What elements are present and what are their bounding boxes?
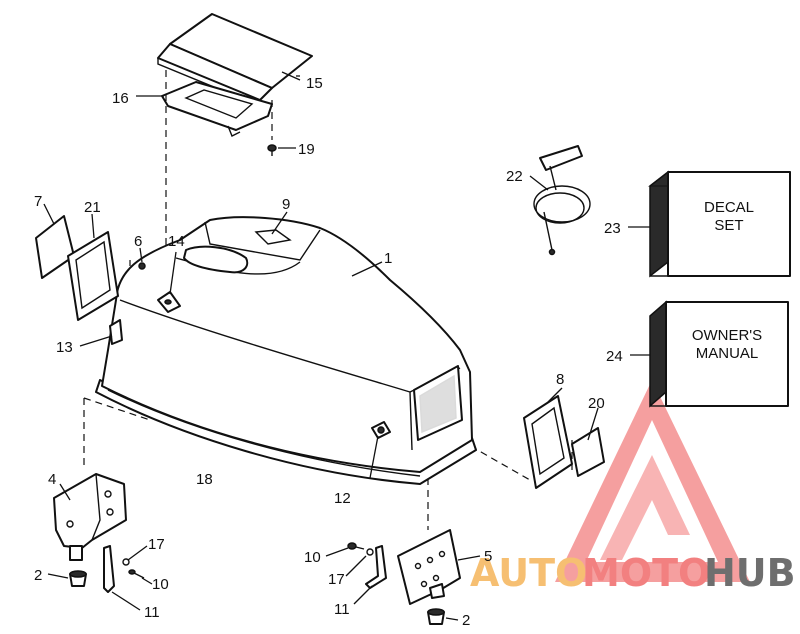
watermark-logo: AUTO MOTO HUB bbox=[470, 380, 796, 595]
seal-plate-part-16 bbox=[161, 81, 273, 137]
callout-15: 15 bbox=[306, 75, 323, 92]
callout-20: 20 bbox=[588, 395, 605, 412]
grommet-part-21 bbox=[67, 231, 119, 321]
screw-part-6 bbox=[138, 262, 146, 270]
clip-part-11-left bbox=[103, 545, 115, 593]
decal-set-box-part-23: DECAL SET bbox=[647, 170, 791, 278]
cable-part-22 bbox=[533, 145, 591, 256]
callout-6: 6 bbox=[134, 233, 142, 250]
callout-23: 23 bbox=[604, 220, 621, 237]
callout-22: 22 bbox=[506, 168, 523, 185]
callout-13: 13 bbox=[56, 339, 73, 356]
foot-part-2-left bbox=[69, 570, 87, 587]
watermark-text-moto: MOTO bbox=[582, 551, 710, 595]
decal-box-line1: DECAL bbox=[704, 199, 754, 216]
watermark-text-auto: AUTO bbox=[470, 551, 587, 595]
grommet-part-8 bbox=[523, 395, 573, 489]
screw-part-10-right bbox=[347, 542, 365, 550]
callout-21: 21 bbox=[84, 199, 101, 216]
callout-16: 16 bbox=[112, 90, 129, 107]
decal-part-7 bbox=[35, 215, 75, 279]
callout-7: 7 bbox=[34, 193, 42, 210]
callout-11-right: 11 bbox=[334, 601, 350, 618]
bracket-part-5 bbox=[397, 529, 461, 605]
callout-10-right: 10 bbox=[304, 549, 321, 566]
callout-10-left: 10 bbox=[152, 576, 169, 593]
manual-box-line1: OWNER'S bbox=[692, 327, 762, 344]
callout-14: 14 bbox=[168, 233, 185, 250]
callout-8: 8 bbox=[556, 371, 564, 388]
washer-part-17-left bbox=[122, 558, 130, 566]
callout-18: 18 bbox=[196, 471, 213, 488]
decal-part-20 bbox=[571, 427, 605, 477]
callout-labels: 15 16 19 22 23 24 7 21 6 14 9 1 13 8 20 … bbox=[34, 75, 623, 629]
leader-lines bbox=[43, 71, 650, 621]
callout-1: 1 bbox=[384, 250, 392, 267]
callout-2-right: 2 bbox=[462, 612, 470, 629]
clip-part-11-right bbox=[365, 545, 387, 589]
manual-box-line2: MANUAL bbox=[696, 345, 759, 362]
callout-4: 4 bbox=[48, 471, 56, 488]
engine-cover-part-1 bbox=[95, 216, 477, 485]
callout-17-right: 17 bbox=[328, 571, 345, 588]
callout-11-left: 11 bbox=[144, 604, 160, 621]
washer-part-17-right bbox=[366, 548, 374, 556]
screw-part-10-left bbox=[128, 569, 145, 579]
callout-24: 24 bbox=[606, 348, 623, 365]
decal-box-line2: SET bbox=[714, 217, 743, 234]
callout-12: 12 bbox=[334, 490, 351, 507]
owners-manual-box-part-24: OWNER'S MANUAL bbox=[649, 300, 789, 408]
callout-2-left: 2 bbox=[34, 567, 42, 584]
screw-part-19 bbox=[267, 144, 277, 156]
callout-19: 19 bbox=[298, 141, 315, 158]
watermark-triangle bbox=[555, 380, 750, 582]
callout-17-left: 17 bbox=[148, 536, 165, 553]
callout-9: 9 bbox=[282, 196, 290, 213]
callout-5: 5 bbox=[484, 548, 492, 565]
bracket-part-4 bbox=[53, 473, 127, 561]
watermark-text-hub: HUB bbox=[704, 551, 796, 595]
foot-part-2-right bbox=[427, 608, 445, 625]
